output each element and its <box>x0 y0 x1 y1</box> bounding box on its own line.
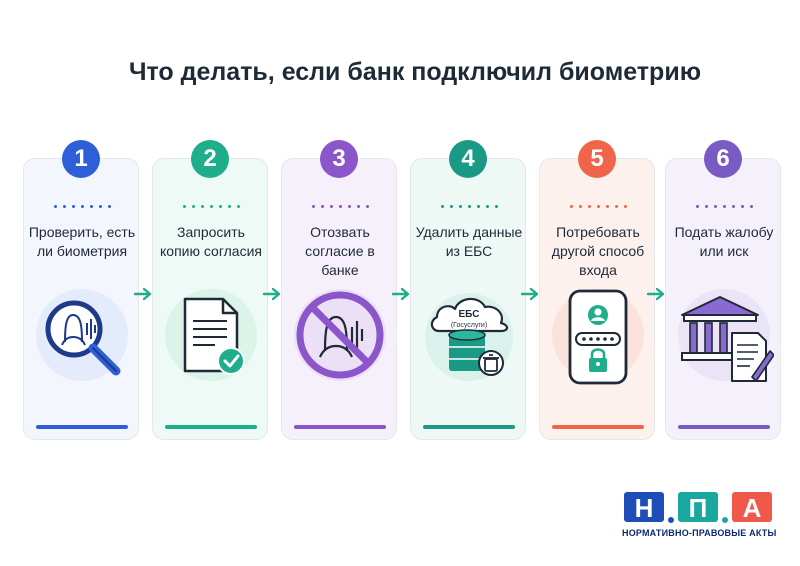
step-label-5: Потребовать другой способ входа <box>551 224 645 278</box>
step-bar-4 <box>423 425 515 429</box>
arrow-right-icon <box>263 287 281 301</box>
step-label-3: Отозвать согласие в банке <box>305 224 375 278</box>
npa-logo: Н П А НОРМАТИВНО-ПРАВОВЫЕ АКТЫ <box>622 490 776 554</box>
step-card-4: Удалить данные из ЕБС ЕБС (Госуслуги) <box>410 158 526 440</box>
page-title: Что делать, если банк подключил биометри… <box>128 58 702 86</box>
logo-caption: НОРМАТИВНО-ПРАВОВЫЕ АКТЫ <box>622 528 777 538</box>
step-bar-1 <box>36 425 128 429</box>
step-dots <box>411 205 527 211</box>
steps-flow: Проверить, есть ли биометрия 1 Запросить… <box>0 140 800 440</box>
step-dots <box>540 205 656 211</box>
court-complaint-icon <box>678 289 774 382</box>
step-label-6: Подать жалобу или иск <box>674 224 774 259</box>
logo-letter-1: Н <box>635 493 654 523</box>
step-bar-5 <box>552 425 644 429</box>
ebs-sub: (Госуслуги) <box>451 322 487 329</box>
step-card-1: Проверить, есть ли биометрия <box>23 158 139 440</box>
arrow-right-icon <box>647 287 665 301</box>
step-number-5: 5 <box>578 140 616 178</box>
step-dots <box>153 205 269 211</box>
arrow-right-icon <box>392 287 410 301</box>
step-label-4: Удалить данные из ЕБС <box>415 224 523 259</box>
step-dots <box>666 205 782 211</box>
arrow-right-icon <box>521 287 539 301</box>
step-card-6: Подать жалобу или иск <box>665 158 781 440</box>
logo-letter-2: П <box>689 493 708 523</box>
magnifier-face-icon <box>36 289 128 381</box>
step-label-1: Проверить, есть ли биометрия <box>28 224 136 259</box>
step-number-3: 3 <box>320 140 358 178</box>
document-check-icon <box>165 289 257 381</box>
step-card-3: Отозвать согласие в банке <box>281 158 397 440</box>
ebs-database-icon: ЕБС (Госуслуги) <box>425 293 513 381</box>
ebs-name: ЕБС <box>459 309 480 320</box>
step-bar-6 <box>678 425 770 429</box>
step-number-2: 2 <box>191 140 229 178</box>
step-label-2: Запросить копию согласия <box>160 224 262 259</box>
step-dots <box>282 205 398 211</box>
step-number-6: 6 <box>704 140 742 178</box>
step-bar-3 <box>294 425 386 429</box>
step-card-5: Потребовать другой способ входа <box>539 158 655 440</box>
step-dots <box>24 205 140 211</box>
step-number-1: 1 <box>62 140 100 178</box>
step-number-4: 4 <box>449 140 487 178</box>
step-card-2: Запросить копию согласия <box>152 158 268 440</box>
logo-letter-3: А <box>743 493 762 523</box>
arrow-right-icon <box>134 287 152 301</box>
step-bar-2 <box>165 425 257 429</box>
phone-lock-icon <box>552 289 644 385</box>
no-biometry-icon <box>294 289 386 381</box>
npa-logo-mark: Н П А <box>624 492 772 523</box>
